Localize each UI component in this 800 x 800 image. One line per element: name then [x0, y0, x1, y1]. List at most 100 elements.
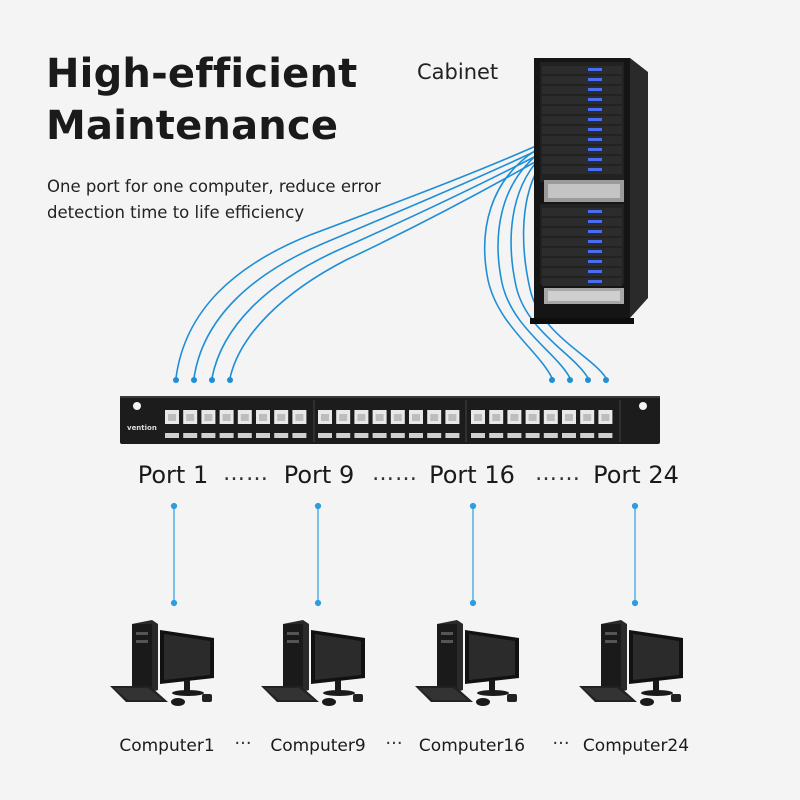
port-socket: [277, 414, 286, 421]
port-label-1: Port 1: [137, 461, 209, 489]
port-socket: [375, 414, 384, 421]
rack-led: [588, 128, 602, 131]
title-line-1: High-efficient: [46, 51, 358, 97]
plug-dot: [567, 377, 573, 383]
rack-led: [588, 168, 602, 171]
port-socket: [565, 414, 573, 421]
port-separator: ……: [223, 461, 269, 486]
connection-dot: [314, 502, 322, 510]
port-number-tag: [409, 433, 423, 438]
desktop-computer-icon: [110, 620, 214, 706]
port-label-9: Port 9: [283, 461, 355, 489]
rack-led: [588, 108, 602, 111]
plug-dot: [585, 377, 591, 383]
port-number-tag: [445, 433, 460, 438]
port-number-tag: [201, 433, 216, 438]
port-socket: [412, 414, 420, 421]
rack-unit: [542, 126, 622, 134]
computer-label-16: Computer16: [418, 736, 526, 756]
computers: [110, 620, 683, 706]
rack-unit: [542, 166, 622, 174]
port-number-tag: [598, 433, 613, 438]
port-socket: [393, 414, 402, 421]
cable-right-1: [483, 149, 553, 379]
connection-dot: [469, 599, 477, 607]
server-cabinet-icon: [530, 58, 648, 324]
rack-led: [588, 88, 602, 91]
port-number-tag: [183, 433, 198, 438]
mount-hole: [639, 402, 647, 410]
computer-separator: ···: [552, 733, 570, 754]
computer-separator: ···: [385, 733, 403, 754]
uplink-cables: [175, 145, 607, 379]
rack-led: [588, 138, 602, 141]
rack-led: [588, 250, 602, 253]
connection-dot: [170, 502, 178, 510]
connection-dot: [314, 599, 322, 607]
plug-dot: [227, 377, 233, 383]
port-number-tag: [580, 433, 595, 438]
rack-led: [588, 210, 602, 213]
port-socket: [186, 414, 195, 421]
page-title: High-efficient Maintenance: [46, 48, 358, 152]
cable-plugs: [173, 377, 609, 383]
port-number-tag: [219, 433, 234, 438]
plug-dot: [191, 377, 197, 383]
mount-hole: [133, 402, 141, 410]
rack-unit: [542, 136, 622, 144]
port-number-tag: [318, 433, 332, 438]
description-line-2: detection time to life efficiency: [47, 203, 305, 222]
patch-panel: vention: [120, 396, 660, 444]
rack-led: [588, 68, 602, 71]
port-socket: [168, 414, 176, 421]
cabinet-label: Cabinet: [417, 60, 499, 84]
plug-dot: [209, 377, 215, 383]
connection-dot: [170, 599, 178, 607]
rack-led: [588, 158, 602, 161]
port-separator: ……: [535, 461, 581, 486]
panel-brand: vention: [127, 424, 157, 432]
rack-unit: [542, 268, 622, 276]
rack-unit: [542, 228, 622, 236]
cable-left-3: [211, 153, 541, 379]
port-socket: [430, 414, 439, 421]
port-number-tag: [256, 433, 270, 438]
port-socket: [546, 414, 555, 421]
rack-led: [588, 240, 602, 243]
port-number-tag: [165, 433, 179, 438]
port-number-tag: [237, 433, 252, 438]
cable-left-4: [229, 157, 543, 379]
cable-left-1: [175, 145, 537, 379]
rack-led: [588, 260, 602, 263]
port-socket: [295, 414, 304, 421]
port-socket: [583, 414, 592, 421]
rack-led: [588, 280, 602, 283]
connection-dot: [469, 502, 477, 510]
rack-led: [588, 148, 602, 151]
rack-unit: [542, 146, 622, 154]
rack-unit: [542, 116, 622, 124]
rack-led: [588, 230, 602, 233]
panel-ports: [165, 410, 613, 438]
port-socket: [601, 414, 610, 421]
plug-dot: [603, 377, 609, 383]
port-socket: [510, 414, 519, 421]
port-number-tag: [274, 433, 289, 438]
port-socket: [474, 414, 482, 421]
port-socket: [528, 414, 537, 421]
port-socket: [222, 414, 231, 421]
port-socket: [321, 414, 329, 421]
port-socket: [357, 414, 366, 421]
desktop-computer-icon: [261, 620, 365, 706]
desktop-computer-icon: [579, 620, 683, 706]
port-number-tag: [390, 433, 405, 438]
computer-label-9: Computer9: [270, 736, 366, 756]
desktop-computer-icon: [415, 620, 519, 706]
port-connections: [170, 502, 639, 607]
port-label-24: Port 24: [593, 461, 679, 489]
port-number-tag: [489, 433, 504, 438]
rack-unit: [542, 258, 622, 266]
description: One port for one computer, reduce error …: [47, 174, 381, 226]
port-number-tag: [427, 433, 442, 438]
port-number-tag: [525, 433, 540, 438]
